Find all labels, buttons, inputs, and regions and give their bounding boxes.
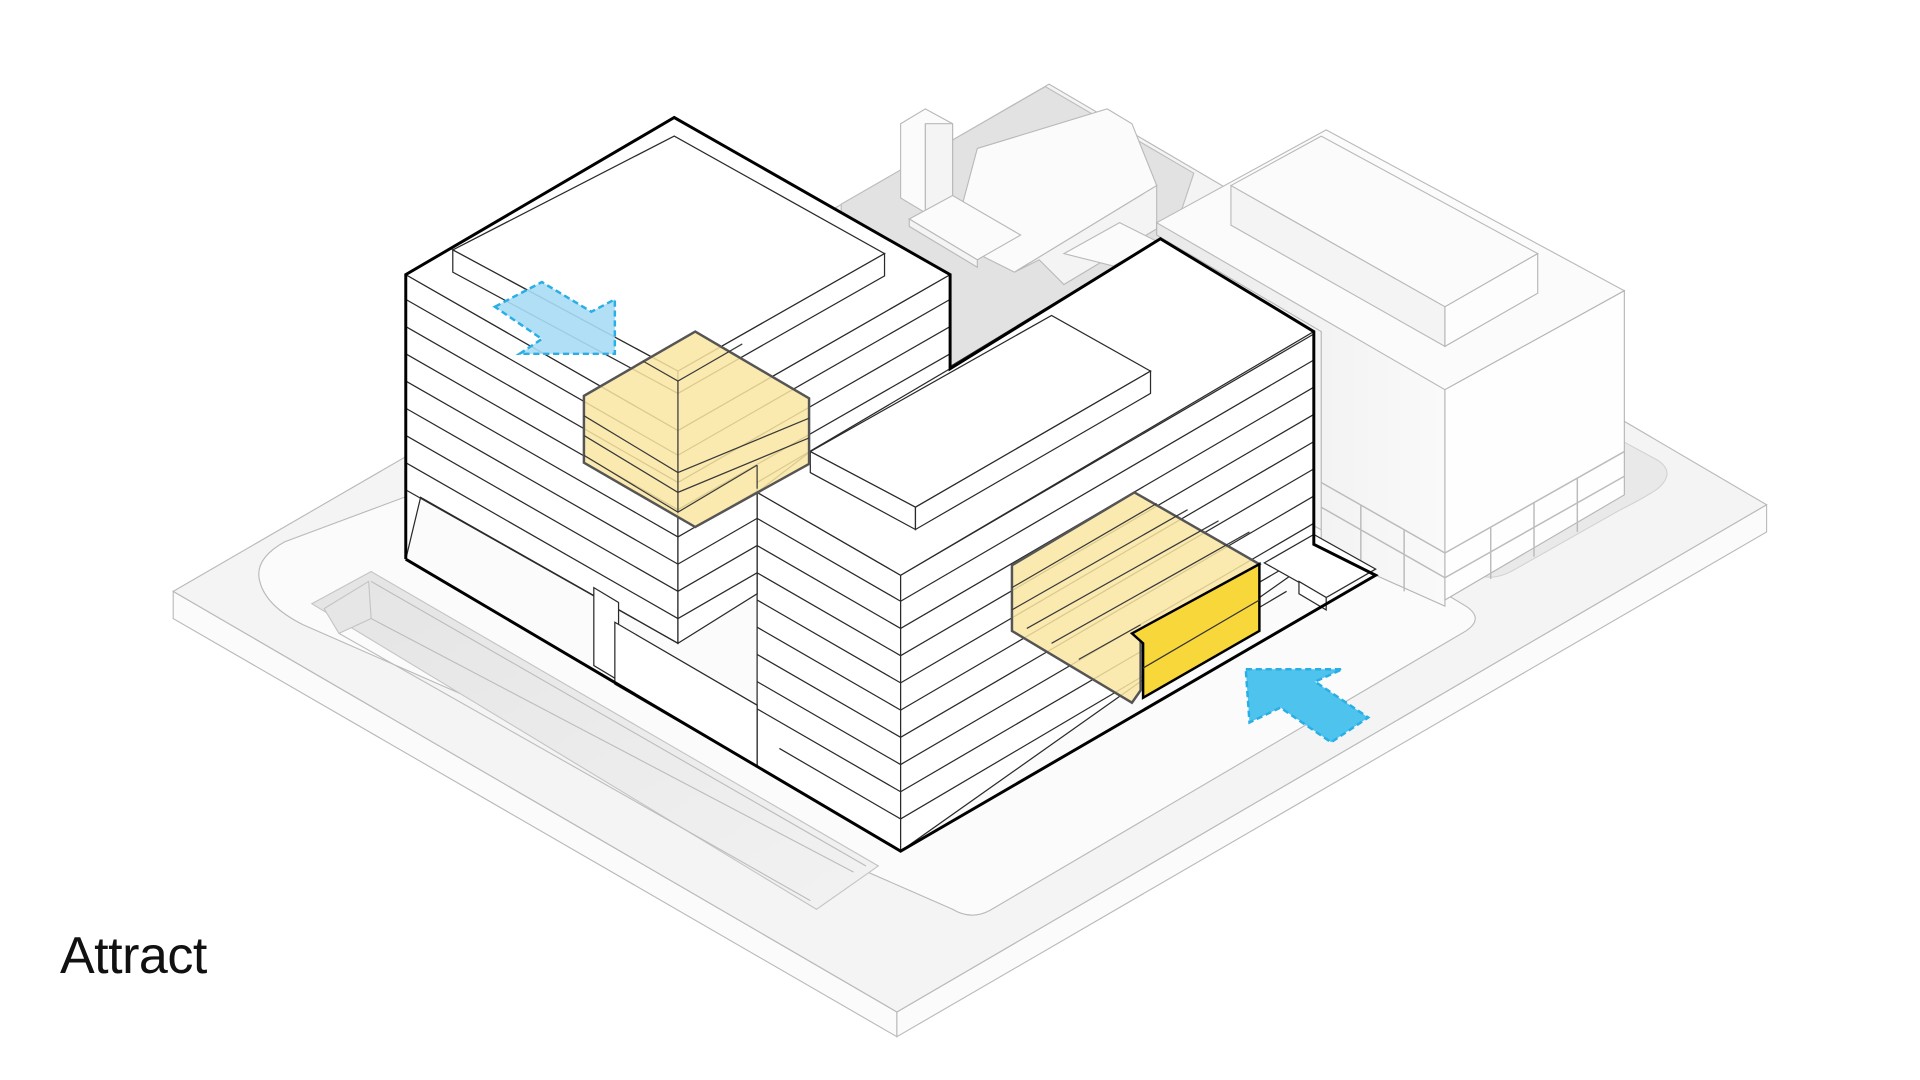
upper-box-fill <box>582 330 811 529</box>
upper-program-box <box>582 330 811 529</box>
entry-arrow-upper <box>492 280 617 356</box>
sunken-ramp <box>310 570 880 910</box>
left-tower-floor-lines <box>405 298 951 644</box>
neighbor-building-right <box>1155 129 1626 608</box>
entry-arrow-ground <box>1244 668 1371 744</box>
ground-program-box <box>1010 490 1262 705</box>
project-outline <box>404 115 1379 853</box>
diagram-caption: Attract <box>60 927 207 985</box>
ground-box-strong-fill <box>1129 562 1261 700</box>
